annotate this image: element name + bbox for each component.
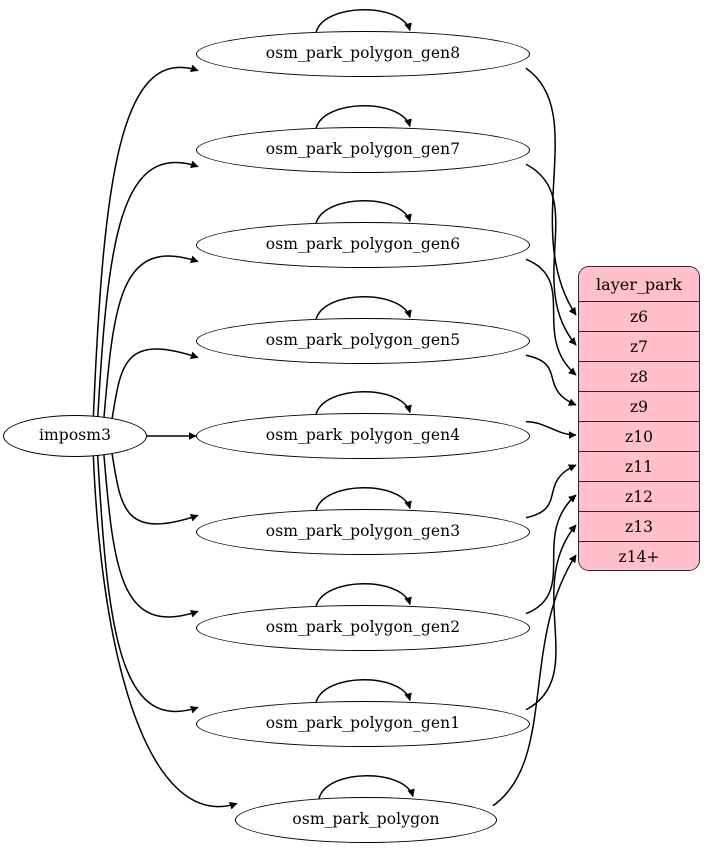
node-gen2-label: osm_park_polygon_gen2	[265, 618, 461, 637]
node-base[interactable]: osm_park_polygon	[235, 797, 497, 843]
node-gen8-label: osm_park_polygon_gen8	[265, 44, 461, 63]
node-gen6-label: osm_park_polygon_gen6	[265, 235, 461, 254]
layer-park-row-z14p[interactable]: z14+	[579, 542, 699, 570]
layer-park-header: layer_park	[579, 267, 699, 302]
layer-park-row-z10[interactable]: z10	[579, 422, 699, 452]
layer-park-row-z9[interactable]: z9	[579, 392, 699, 422]
node-gen1[interactable]: osm_park_polygon_gen1	[196, 701, 530, 747]
node-gen7[interactable]: osm_park_polygon_gen7	[196, 127, 530, 173]
node-gen5-label: osm_park_polygon_gen5	[265, 331, 461, 350]
node-gen4[interactable]: osm_park_polygon_gen4	[196, 413, 530, 459]
layer-park-row-z11[interactable]: z11	[579, 452, 699, 482]
node-gen1-label: osm_park_polygon_gen1	[265, 714, 461, 733]
layer-park-row-z6[interactable]: z6	[579, 302, 699, 332]
node-base-label: osm_park_polygon	[292, 810, 440, 829]
layer-park-row-z12[interactable]: z12	[579, 482, 699, 512]
node-imposm3[interactable]: imposm3	[3, 415, 147, 457]
layer-park-row-z13[interactable]: z13	[579, 512, 699, 542]
layer-park-row-z8[interactable]: z8	[579, 362, 699, 392]
node-gen5[interactable]: osm_park_polygon_gen5	[196, 318, 530, 364]
node-gen4-label: osm_park_polygon_gen4	[265, 426, 461, 445]
node-gen8[interactable]: osm_park_polygon_gen8	[196, 31, 530, 77]
layer-park-row-z7[interactable]: z7	[579, 332, 699, 362]
node-gen7-label: osm_park_polygon_gen7	[265, 140, 461, 159]
node-gen6[interactable]: osm_park_polygon_gen6	[196, 222, 530, 268]
node-gen3-label: osm_park_polygon_gen3	[265, 522, 461, 541]
node-gen2[interactable]: osm_park_polygon_gen2	[196, 605, 530, 651]
node-gen3[interactable]: osm_park_polygon_gen3	[196, 509, 530, 555]
node-imposm3-label: imposm3	[38, 426, 112, 445]
